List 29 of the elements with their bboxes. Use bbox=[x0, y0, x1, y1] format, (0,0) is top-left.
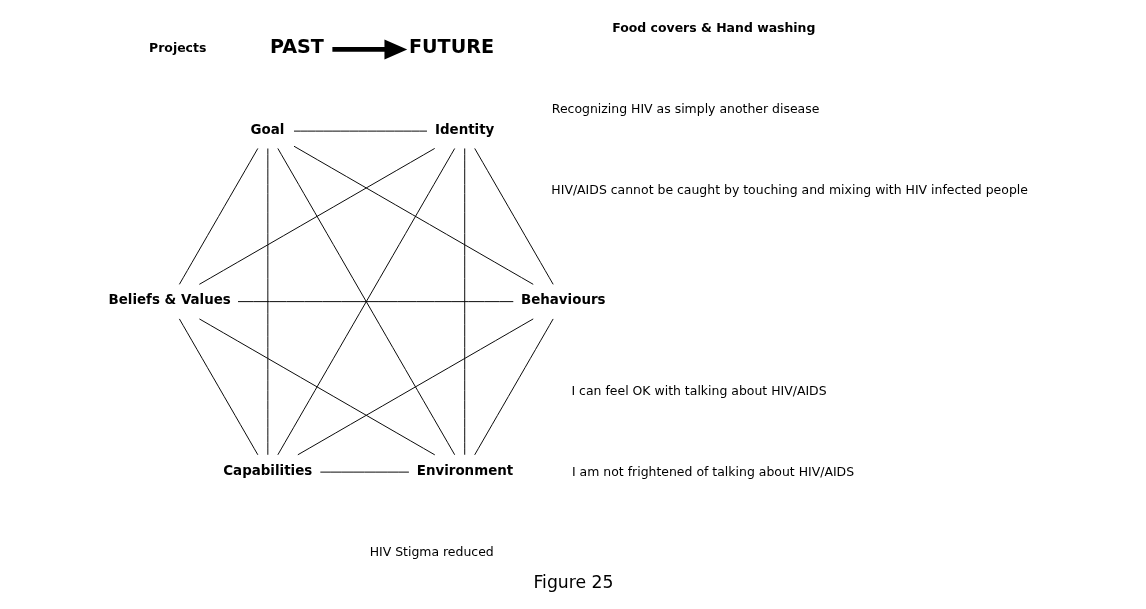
label: I am not frightened of talking about HIV/AIDS bbox=[571, 463, 854, 479]
node-text: Identity bbox=[434, 121, 494, 137]
connector bbox=[473, 318, 554, 456]
label: Food covers & Hand washing bbox=[611, 19, 815, 35]
connector bbox=[473, 147, 554, 285]
connector bbox=[463, 148, 465, 456]
node-text: Beliefs & Values bbox=[108, 292, 231, 308]
label: Recognizing HIV as simply another disease bbox=[551, 101, 819, 117]
connector bbox=[276, 148, 455, 456]
connector bbox=[237, 301, 514, 303]
connector bbox=[178, 147, 258, 285]
connector bbox=[266, 148, 268, 456]
node-text: Capabilities bbox=[222, 462, 312, 478]
node-text: Environment bbox=[416, 462, 513, 478]
connector bbox=[293, 145, 534, 285]
node-text: Behaviours bbox=[520, 292, 606, 308]
node-text: FUTURE bbox=[408, 35, 494, 59]
node-text: Goal bbox=[250, 121, 284, 137]
label: HIV Stigma reduced bbox=[369, 544, 494, 560]
connector bbox=[178, 318, 258, 456]
connector bbox=[198, 318, 435, 456]
label: I can feel OK with talking about HIV/AIDS bbox=[570, 383, 827, 399]
connector bbox=[198, 147, 435, 285]
caption: Figure 25 bbox=[532, 571, 614, 592]
label: HIV/AIDS cannot be caught by touching and mixing with HIV infected people bbox=[550, 181, 1028, 197]
node-text: PAST bbox=[269, 35, 324, 59]
connector bbox=[296, 318, 534, 456]
arrow bbox=[331, 39, 407, 60]
label: Projects bbox=[148, 39, 206, 55]
